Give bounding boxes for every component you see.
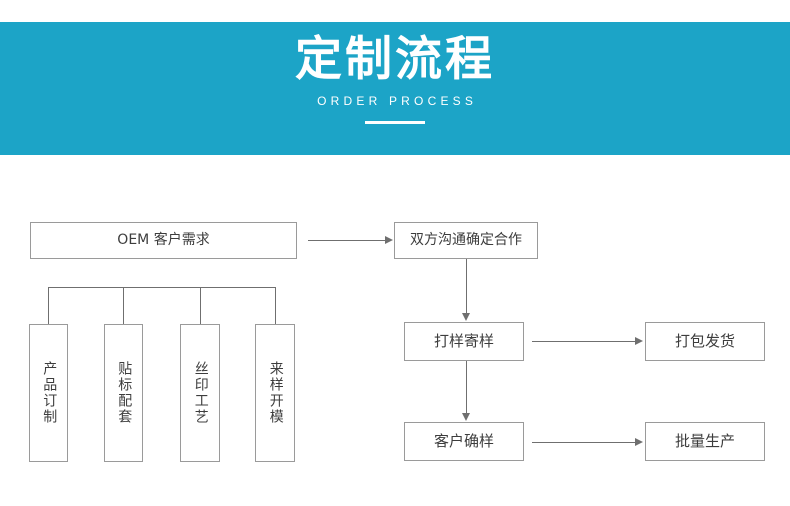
arrow-confirm-to-mass-production-line xyxy=(532,442,636,443)
arrow-sample-to-confirm-line xyxy=(466,361,467,414)
tree-drop-line-1 xyxy=(48,287,49,324)
tree-drop-line-2 xyxy=(123,287,124,324)
header-banner-content: 定制流程 ORDER PROCESS xyxy=(0,22,790,155)
arrow-oem-to-communication-head-icon xyxy=(385,236,393,244)
node-bilateral-communication: 双方沟通确定合作 xyxy=(394,222,538,259)
node-mass-production: 批量生产 xyxy=(645,422,765,461)
arrow-communication-to-sample-line xyxy=(466,259,467,314)
tree-drop-line-4 xyxy=(275,287,276,324)
page-subtitle: ORDER PROCESS xyxy=(317,94,478,108)
node-oem-customer-requirement: OEM 客户需求 xyxy=(30,222,297,259)
arrow-sample-to-packing-line xyxy=(532,341,636,342)
arrow-oem-to-communication-line xyxy=(308,240,386,241)
node-proofing-sample-sending: 打样寄样 xyxy=(404,322,524,361)
flow-diagram: OEM 客户需求 产品订制 贴标配套 丝印工艺 来样开模 双方沟通确定合作 打样… xyxy=(0,155,790,506)
page-title: 定制流程 xyxy=(295,32,495,87)
node-option-product-customization: 产品订制 xyxy=(29,324,68,462)
title-underline-rule xyxy=(365,121,425,124)
node-option-sample-mold-making: 来样开模 xyxy=(255,324,295,462)
arrow-communication-to-sample-head-icon xyxy=(462,313,470,321)
arrow-sample-to-confirm-head-icon xyxy=(462,413,470,421)
node-packing-shipping: 打包发货 xyxy=(645,322,765,361)
arrow-confirm-to-mass-production-head-icon xyxy=(635,438,643,446)
tree-drop-line-3 xyxy=(200,287,201,324)
arrow-sample-to-packing-head-icon xyxy=(635,337,643,345)
node-option-labeling-matching: 贴标配套 xyxy=(104,324,143,462)
node-customer-confirmation: 客户确样 xyxy=(404,422,524,461)
tree-horizontal-bar xyxy=(48,287,276,288)
node-option-silkscreen-process: 丝印工艺 xyxy=(180,324,220,462)
header-banner: 定制流程 ORDER PROCESS xyxy=(0,22,790,155)
